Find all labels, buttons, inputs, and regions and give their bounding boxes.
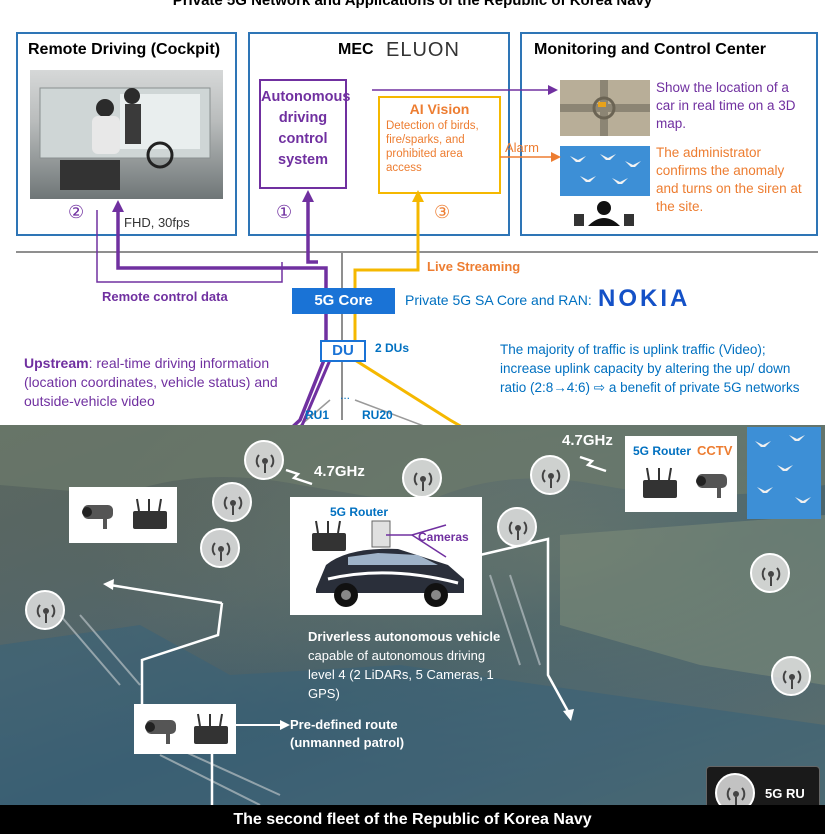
diagram-title: Private 5G Network and Applications of t… <box>172 0 653 9</box>
monitoring-admin-text: The administrator confirms the anomaly a… <box>656 145 802 214</box>
du-count: 2 DUs <box>375 341 410 355</box>
mec-step-three: ③ <box>434 202 451 222</box>
frequency-label-1: 4.7GHz <box>314 463 365 480</box>
autonomous-control-box: Autonomous driving control system <box>259 79 351 189</box>
ru-antenna-icon <box>497 507 537 547</box>
footer-bar: The second fleet of the Republic of Kore… <box>0 805 825 834</box>
video-resolution-label: FHD, 30fps <box>124 215 190 230</box>
cctv-card-left <box>69 487 177 543</box>
cctv-card-bottom <box>134 704 236 754</box>
ru-antenna-icon <box>530 455 570 495</box>
monitoring-box: Monitoring and Control Center Show the l… <box>520 32 818 236</box>
ru-antenna-icon <box>750 553 790 593</box>
ru20-label: RU20 <box>362 408 393 422</box>
vehicle-card: 5G Router Cameras <box>290 497 482 615</box>
mec-step-one: ① <box>276 202 293 222</box>
core-label: 5G Core <box>314 292 373 309</box>
ru-antenna-icon <box>402 458 442 498</box>
driverless-description: Driverless autonomous vehicle capable of… <box>308 627 508 703</box>
remote-driving-title: Remote Driving (Cockpit) <box>28 41 221 58</box>
remote-step-number: ② <box>68 202 85 222</box>
du-label: DU <box>332 342 354 359</box>
legend-label: 5G RU <box>765 786 805 801</box>
birds-photo <box>747 427 821 519</box>
du-box: DU <box>320 340 366 362</box>
eluon-logo: ELUON <box>386 39 460 61</box>
ai-vision-title: AI Vision <box>409 101 470 117</box>
patrol-route-label: Pre-defined route (unmanned patrol) <box>290 717 405 750</box>
vehicle-router-label: 5G Router <box>330 505 389 519</box>
monitoring-title: Monitoring and Control Center <box>534 41 766 58</box>
remote-driving-box: Remote Driving (Cockpit) ② FHD, 30fps <box>16 32 237 236</box>
ai-vision-box: AI Vision Detection of birds, fire/spark… <box>378 96 501 194</box>
driverless-bold: Driverless autonomous vehicle <box>308 629 501 644</box>
cockpit-illustration-icon <box>39 87 211 190</box>
cctv-camera-icon <box>696 474 727 498</box>
ru-antenna-icon <box>212 482 252 522</box>
ru-antenna-icon <box>25 590 65 630</box>
cctv-camera-icon <box>145 720 176 744</box>
core-box: 5G Core <box>292 288 395 314</box>
router-label: 5G Router <box>633 444 692 458</box>
cctv-camera-icon <box>82 505 113 529</box>
router-icon <box>643 467 677 498</box>
camera-pointer-lines <box>386 524 447 558</box>
upstream-bold: Upstream <box>24 355 89 371</box>
ai-vision-description: Detection of birds, fire/sparks, and pro… <box>386 120 479 174</box>
mec-title: MEC <box>338 41 374 58</box>
ru1-label: RU1 <box>305 408 330 422</box>
wireless-bolt-icon <box>285 468 313 486</box>
driverless-text: capable of autonomous driving level 4 (2… <box>308 648 494 701</box>
ru-antenna-icon <box>771 656 811 696</box>
ru-dots: ... <box>340 388 351 402</box>
frequency-label-2: 4.7GHz <box>562 432 613 449</box>
live-streaming-label: Live Streaming <box>427 259 521 274</box>
core-description: Private 5G SA Core and RAN: <box>405 292 592 308</box>
mec-box: MEC ELUON Autonomous driving control sys… <box>248 32 510 236</box>
autonomous-car-icon <box>316 520 464 607</box>
cameras-label: Cameras <box>418 530 469 544</box>
router-icon <box>133 498 167 529</box>
wireless-bolt-icon <box>579 455 607 473</box>
upstream-text: : real-time driving information (locatio… <box>24 355 278 409</box>
map-3d-icon <box>560 80 650 136</box>
router-icon <box>194 713 228 744</box>
router-cctv-card: 5G Router CCTV <box>625 436 737 512</box>
upstream-note: Upstream: real-time driving information … <box>24 354 294 411</box>
autonomous-control-label: Autonomous driving control system <box>261 89 351 168</box>
cctv-label: CCTV <box>697 443 733 458</box>
uplink-traffic-note: The majority of traffic is uplink traffi… <box>500 342 800 395</box>
bird-detection-icon <box>560 146 650 196</box>
ru-antenna-icon <box>200 528 240 568</box>
alarm-label: Alarm <box>505 140 539 155</box>
monitoring-map-text: Show the location of a car in real time … <box>656 80 796 131</box>
router-icon <box>312 520 346 551</box>
administrator-icon <box>574 201 634 226</box>
nokia-logo: NOKIA <box>598 285 691 312</box>
cockpit-photo <box>30 70 223 199</box>
remote-control-data-label: Remote control data <box>102 289 228 304</box>
ru-antenna-icon <box>244 440 284 480</box>
